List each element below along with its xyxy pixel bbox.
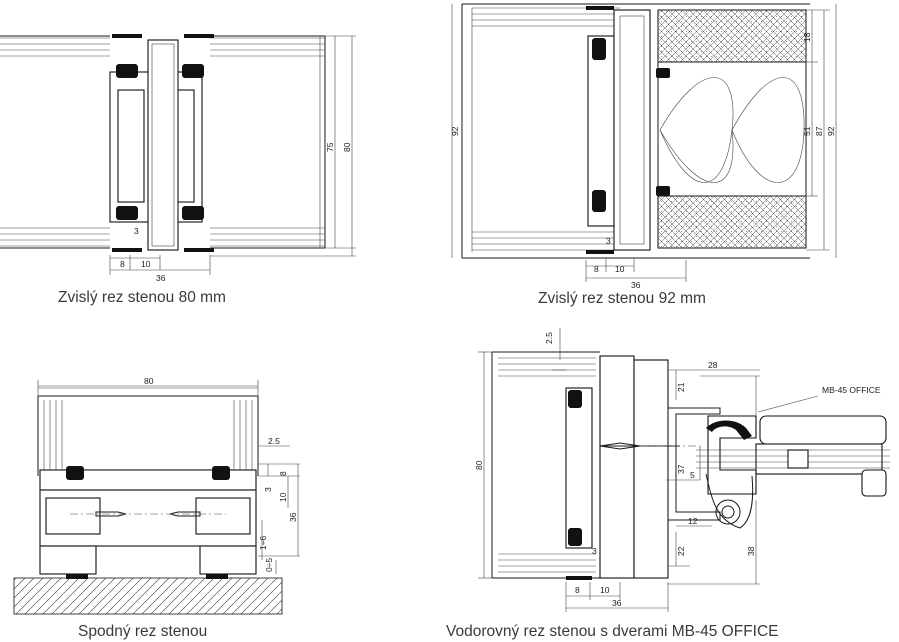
dimensions-tr [451, 4, 837, 282]
dim-8: 8 [575, 585, 580, 595]
section-vertical-92: 92 18 51 87 92 8 10 36 3 [450, 3, 837, 290]
dim-21: 21 [676, 382, 686, 392]
dim-10: 10 [141, 259, 151, 269]
dim-3: 3 [263, 487, 273, 492]
caption-bottom-section: Spodný rez stenou [78, 623, 208, 640]
dim-80: 80 [474, 460, 484, 470]
dim-10: 10 [615, 264, 625, 274]
dim-1-6: 1÷6 [258, 536, 268, 550]
dim-92-right: 92 [826, 126, 836, 136]
dim-87: 87 [814, 126, 824, 136]
caption-vertical-80: Zvislý rez stenou 80 mm [58, 289, 226, 306]
dim-22: 22 [676, 546, 686, 556]
dim-3: 3 [606, 236, 611, 246]
dim-12: 12 [688, 516, 698, 526]
dim-10: 10 [278, 492, 288, 502]
dim-28: 28 [708, 360, 718, 370]
dimensions-bl [37, 380, 300, 574]
floor-hatch [13, 577, 283, 615]
product-label: MB-45 OFFICE [822, 385, 881, 395]
dim-10: 10 [600, 585, 610, 595]
dim-18: 18 [802, 32, 812, 42]
dim-36: 36 [631, 280, 641, 290]
dim-2-5: 2.5 [544, 332, 554, 344]
panel-lines-right [210, 35, 326, 249]
caption-horizontal-door: Vodorovný rez stenou s dverami MB-45 OFF… [446, 623, 779, 640]
dim-38: 38 [746, 546, 756, 556]
section-bottom: 80 2.5 8 3 10 36 1÷6 0÷5 [13, 376, 300, 615]
caption-vertical-92: Zvislý rez stenou 92 mm [538, 290, 706, 307]
insulation-panel [657, 9, 807, 249]
door-frame-profile [565, 355, 721, 580]
dim-8: 8 [120, 259, 125, 269]
dim-36: 36 [288, 512, 298, 522]
dim-2-5: 2.5 [268, 436, 280, 446]
dim-75: 75 [325, 142, 335, 152]
section-vertical-80: 8 10 36 3 75 80 [0, 34, 356, 283]
door-leaf [696, 415, 890, 529]
dim-51: 51 [802, 126, 812, 136]
dim-5: 5 [690, 470, 695, 480]
panel-outline [37, 387, 259, 476]
dimensions-br [478, 328, 819, 612]
dim-80: 80 [144, 376, 154, 386]
panel-lines-left [0, 35, 110, 249]
dim-8: 8 [278, 471, 288, 476]
dim-0-5: 0÷5 [264, 558, 274, 572]
aluminium-profile [586, 6, 670, 254]
aluminium-profile [109, 34, 214, 252]
dim-36: 36 [156, 273, 166, 283]
dim-80: 80 [342, 142, 352, 152]
outer-frame [461, 3, 810, 259]
dim-92-left: 92 [450, 126, 460, 136]
dim-37: 37 [676, 464, 686, 474]
dimensions-tl [109, 35, 356, 275]
section-horizontal-door: 2.5 28 21 80 37 5 12 22 38 3 8 10 36 MB-… [474, 328, 890, 612]
sill-profile [39, 466, 257, 579]
dim-3: 3 [134, 226, 139, 236]
dim-36: 36 [612, 598, 622, 608]
dim-8: 8 [594, 264, 599, 274]
dim-3: 3 [592, 546, 597, 556]
